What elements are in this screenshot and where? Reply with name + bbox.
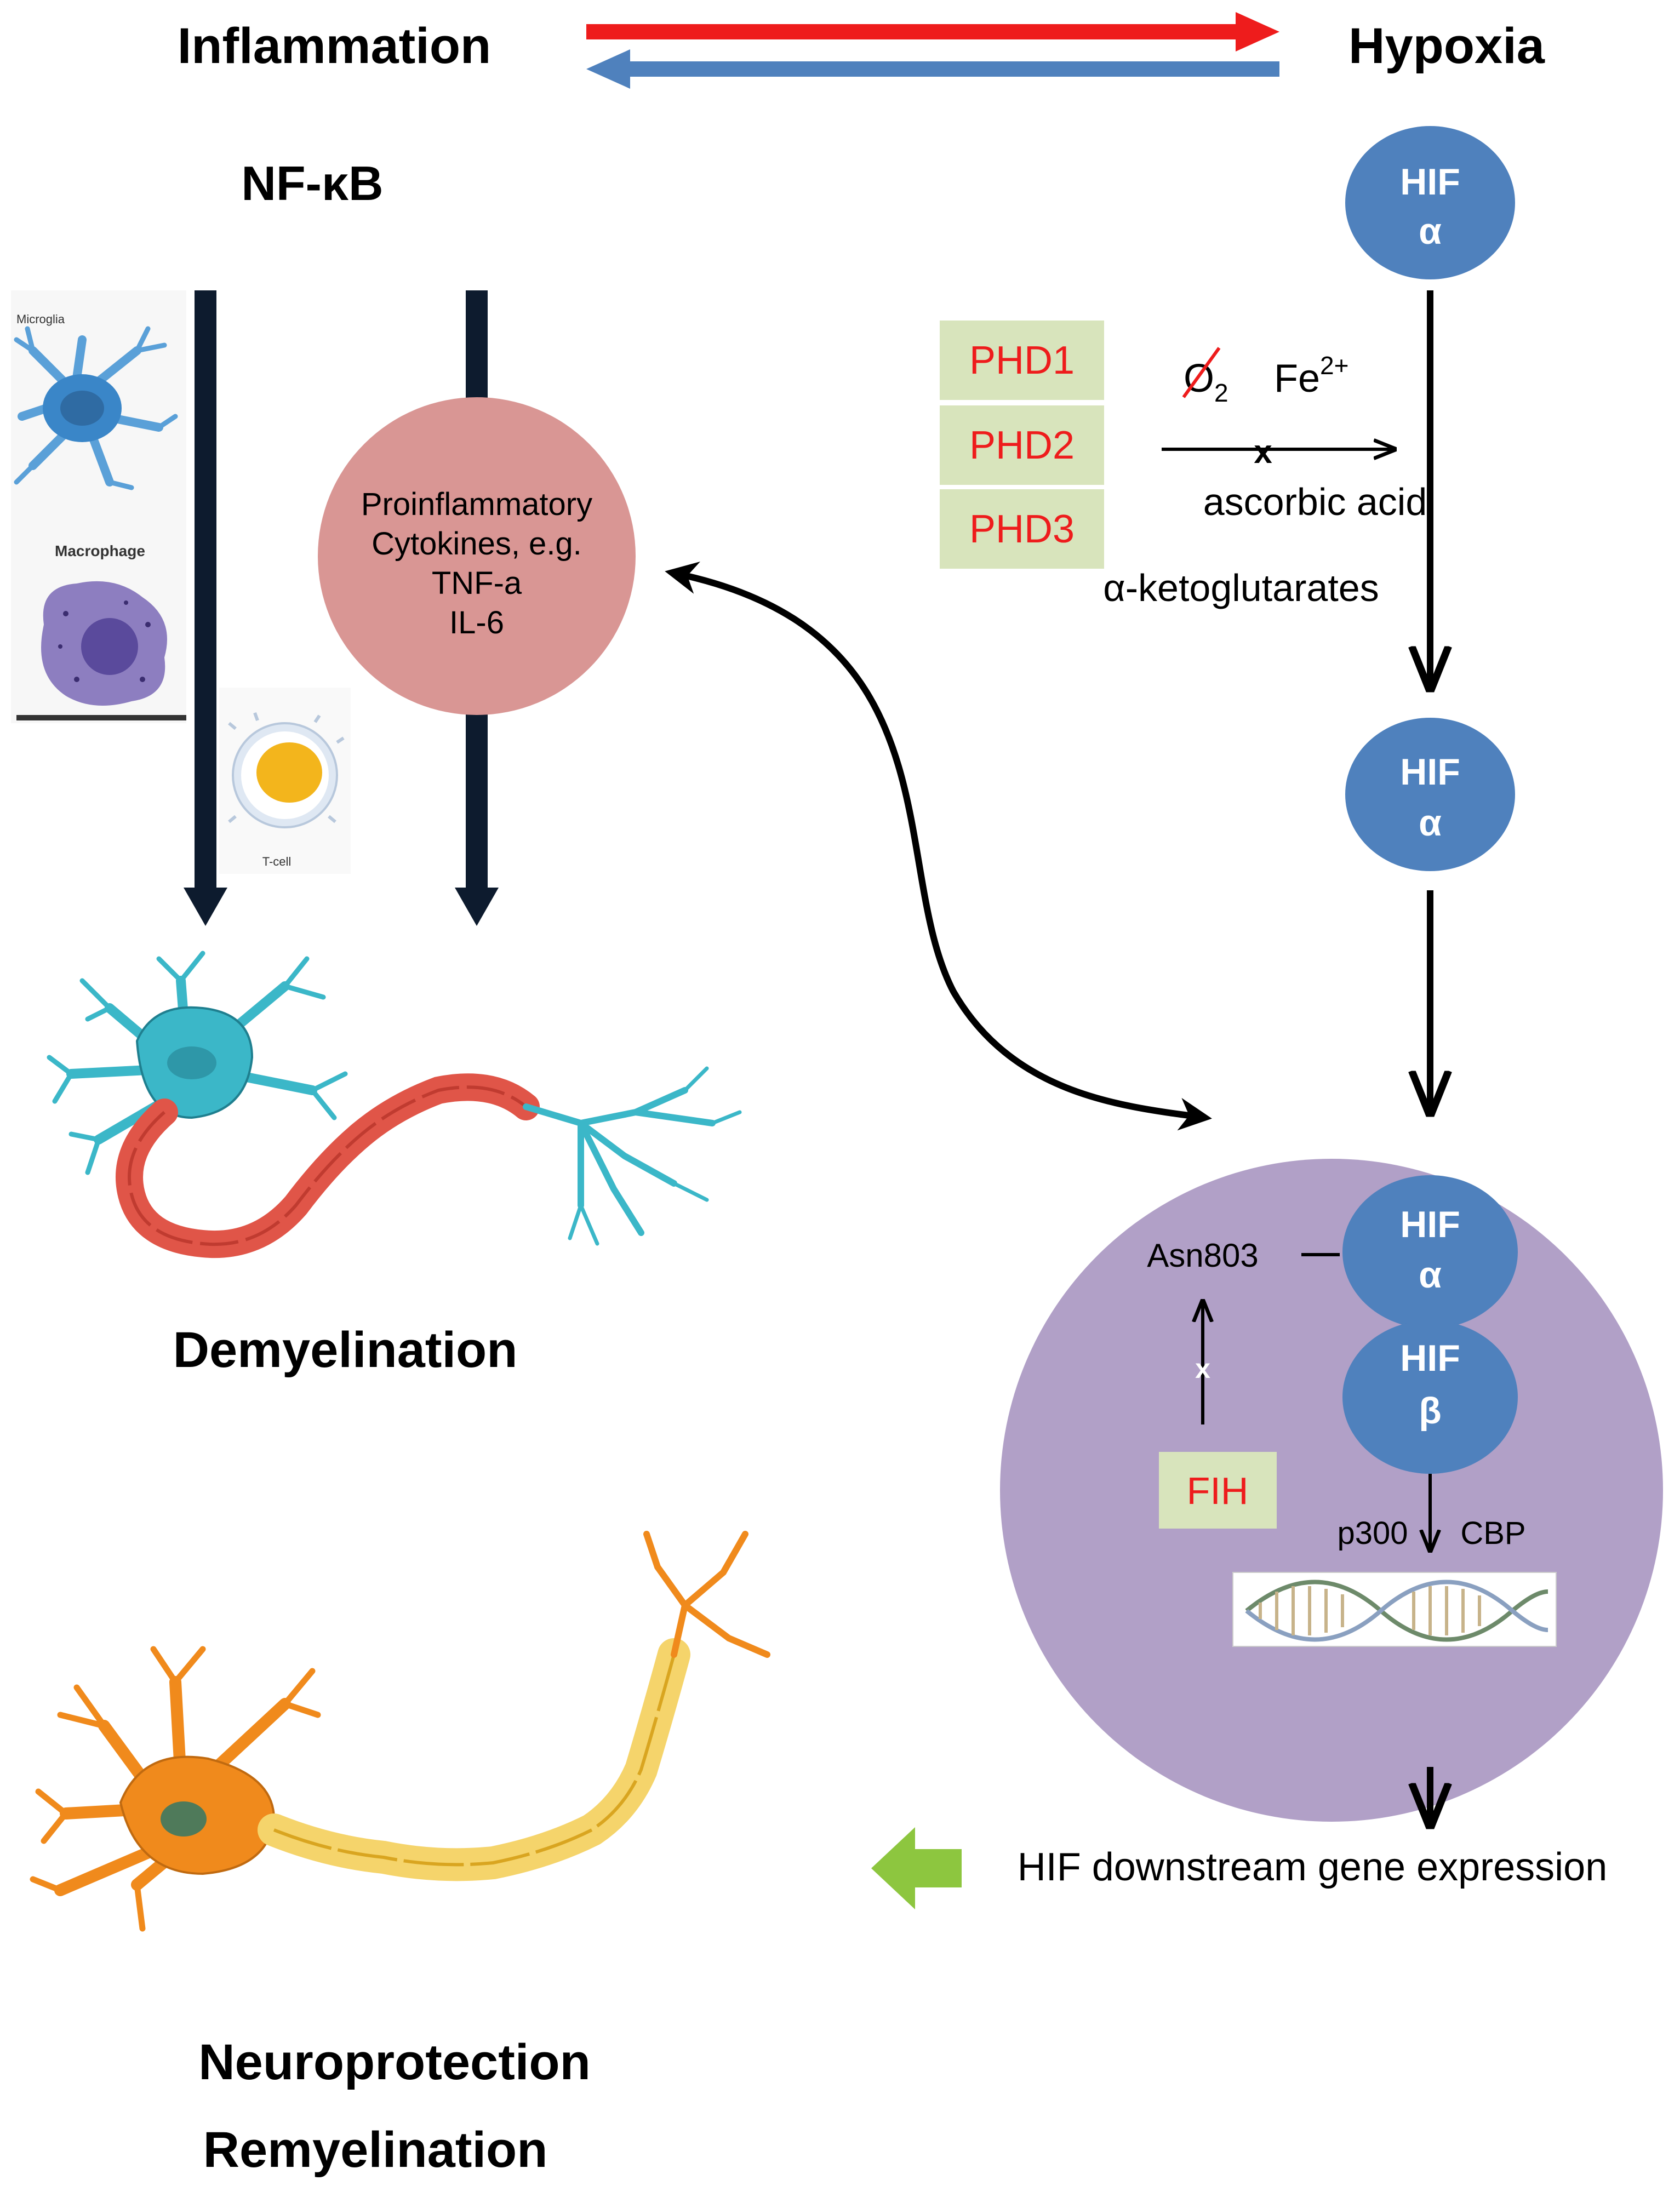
demyelination-label: Demyelination bbox=[173, 1322, 518, 1378]
inflammation-title: Inflammation bbox=[178, 18, 491, 74]
tcell-panel: T-cell bbox=[219, 688, 351, 874]
hif-label-nucleus-beta: HIF bbox=[1400, 1337, 1460, 1379]
o2-strike bbox=[1182, 347, 1221, 398]
cytokine-line-1: Proinflammatory bbox=[361, 487, 592, 522]
green-left-arrow bbox=[871, 1827, 962, 1909]
phd-box-2: PHD2 bbox=[940, 405, 1104, 485]
remyelination-label: Remyelination bbox=[203, 2122, 548, 2178]
macrophage-label: Macrophage bbox=[55, 542, 145, 559]
dna-helix-image bbox=[1232, 1572, 1557, 1647]
beta-label-nucleus: β bbox=[1419, 1390, 1442, 1432]
hif-beta-nucleus: HIF β bbox=[1342, 1320, 1518, 1474]
alpha-label-top: α bbox=[1419, 210, 1442, 252]
fih-label: FIH bbox=[1187, 1469, 1249, 1512]
panel-bottom-bar bbox=[16, 715, 186, 720]
cytokine-line-4: IL-6 bbox=[449, 605, 504, 640]
demyelinated-neuron-image bbox=[47, 951, 742, 1258]
fih-box: FIH bbox=[1159, 1452, 1277, 1529]
asn803-label: Asn803 bbox=[1147, 1237, 1259, 1274]
cbp-label: CBP bbox=[1460, 1515, 1525, 1551]
alpha-label-middle: α bbox=[1419, 802, 1442, 844]
red-right-arrow bbox=[586, 12, 1279, 52]
nfkb-arrow-left bbox=[184, 290, 227, 926]
immune-cells-panel: Microglia Macrophage bbox=[11, 290, 186, 723]
hif-label-nucleus-alpha: HIF bbox=[1400, 1204, 1460, 1245]
phd2-label: PHD2 bbox=[969, 424, 1075, 467]
tcell-icon bbox=[228, 712, 345, 828]
cytokine-line-3: TNF-a bbox=[432, 565, 522, 601]
hif-alpha-nucleus: HIF α bbox=[1342, 1175, 1518, 1329]
alpha-label-nucleus: α bbox=[1419, 1254, 1442, 1296]
neuroprotection-label: Neuroprotection bbox=[198, 2034, 591, 2090]
myelinated-neuron-image bbox=[30, 1531, 770, 1932]
cytokine-circle: Proinflammatory Cytokines, e.g. TNF-a IL… bbox=[318, 397, 636, 715]
blue-left-arrow bbox=[586, 49, 1279, 89]
hypoxia-title: Hypoxia bbox=[1348, 18, 1545, 74]
cytokine-nucleus-double-arrow bbox=[665, 562, 1212, 1131]
blocked-x-mark: x bbox=[1254, 433, 1272, 470]
hif-label-middle: HIF bbox=[1400, 751, 1460, 793]
hif-label-top: HIF bbox=[1400, 161, 1460, 203]
phd-box-1: PHD1 bbox=[940, 321, 1104, 400]
ketoglutarates-label: α-ketoglutarates bbox=[1103, 567, 1379, 609]
ascorbic-acid-label: ascorbic acid bbox=[1203, 480, 1427, 523]
phd3-label: PHD3 bbox=[969, 507, 1075, 551]
hif-alpha-top: HIF α bbox=[1345, 126, 1515, 279]
p300-label: p300 bbox=[1337, 1515, 1408, 1551]
downstream-expression-label: HIF downstream gene expression bbox=[1018, 1845, 1608, 1889]
fe-label: Fe2+ bbox=[1274, 351, 1348, 401]
fih-x-mark: x bbox=[1195, 1353, 1210, 1384]
tcell-label: T-cell bbox=[262, 855, 292, 868]
hif-alpha-middle: HIF α bbox=[1345, 718, 1515, 871]
phd1-label: PHD1 bbox=[969, 339, 1075, 382]
nfkb-label: NF-κB bbox=[241, 156, 383, 210]
microglia-icon bbox=[14, 326, 178, 490]
microglia-label: Microglia bbox=[16, 312, 65, 326]
nucleus bbox=[1000, 1159, 1663, 1822]
macrophage-icon bbox=[41, 581, 167, 706]
phd-box-3: PHD3 bbox=[940, 489, 1104, 569]
cytokine-line-2: Cytokines, e.g. bbox=[372, 526, 582, 562]
